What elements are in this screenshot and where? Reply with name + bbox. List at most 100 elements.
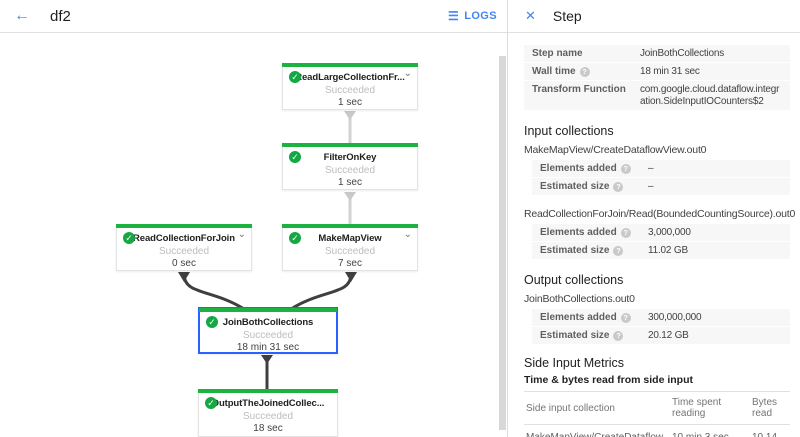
help-icon[interactable]: ?	[613, 182, 624, 192]
node-time: 1 sec	[338, 97, 362, 108]
logs-button[interactable]: ☰ LOGS	[448, 10, 497, 22]
success-check-icon: ✓	[123, 232, 135, 244]
side-input-metrics-subtitle: Time & bytes read from side input	[524, 374, 694, 386]
output-collections-heading: Output collections	[524, 273, 624, 287]
collection-row-estimated-size: Estimated size? 11.02 GB	[532, 242, 790, 259]
detail-value: 20.12 GB	[648, 330, 689, 341]
detail-row-step-name: Step name JoinBothCollections	[524, 45, 790, 62]
success-check-icon: ✓	[289, 71, 301, 83]
step-panel-title: Step	[552, 8, 582, 24]
help-icon[interactable]: ?	[579, 67, 590, 77]
node-status-bar	[282, 63, 418, 67]
collection-name: MakeMapView/CreateDataflowView.out0	[524, 144, 707, 156]
help-icon[interactable]: ?	[620, 313, 631, 323]
node-title: FilterOnKey	[323, 152, 377, 163]
graph-node-output-the-joined-collection[interactable]: ✓ OutputTheJoinedCollec... Succeeded 18 …	[198, 389, 338, 437]
chevron-down-icon[interactable]: ⌄	[237, 229, 246, 240]
logs-button-label: LOGS	[464, 10, 497, 22]
back-arrow-icon[interactable]: ←	[14, 7, 30, 24]
detail-row-transform-function: Transform Function com.google.cloud.data…	[524, 81, 790, 110]
table-cell-collection: MakeMapView/CreateDataflowView.out0	[524, 424, 670, 437]
success-check-icon: ✓	[289, 151, 301, 163]
chevron-down-icon[interactable]: ⌄	[403, 229, 412, 240]
node-status: Succeeded	[324, 85, 376, 96]
node-time: 7 sec	[338, 258, 362, 269]
node-status: Succeeded	[158, 246, 210, 257]
node-title: MakeMapView	[318, 233, 382, 244]
table-header-collection: Side input collection	[524, 391, 670, 425]
table-header-bytes: Bytes read	[750, 391, 790, 425]
collection-row-estimated-size: Estimated size? 20.12 GB	[532, 327, 790, 344]
detail-value: –	[648, 181, 654, 192]
node-time: 18 min 31 sec	[236, 342, 300, 353]
detail-value: 300,000,000	[648, 312, 702, 323]
node-status-bar	[282, 143, 418, 147]
node-status-bar	[116, 224, 252, 228]
help-icon[interactable]: ?	[620, 164, 631, 174]
detail-value: 18 min 31 sec	[640, 66, 700, 77]
logs-list-icon: ☰	[448, 9, 460, 23]
chevron-down-icon[interactable]: ⌄	[403, 68, 412, 79]
step-details-panel: ✕ Step Step name JoinBothCollections Wal…	[508, 0, 800, 437]
detail-value: com.google.cloud.dataflow.integration.Si…	[640, 84, 780, 107]
graph-node-join-both-collections[interactable]: ✓ JoinBothCollections Succeeded 18 min 3…	[198, 307, 338, 354]
node-status: Succeeded	[242, 411, 294, 422]
collection-name: JoinBothCollections.out0	[524, 293, 635, 305]
job-graph-canvas[interactable]: ✓ ReadLargeCollectionFr... ⌄ Succeeded 1…	[0, 33, 507, 437]
success-check-icon: ✓	[289, 232, 301, 244]
side-input-metrics-table: Side input collection Time spent reading…	[524, 391, 790, 437]
node-status: Succeeded	[242, 330, 294, 341]
side-input-metrics-heading: Side Input Metrics	[524, 356, 625, 370]
detail-label: Transform Function	[532, 84, 626, 95]
success-check-icon: ✓	[205, 397, 217, 409]
help-icon[interactable]: ?	[620, 228, 631, 238]
detail-label: Estimated size?	[540, 245, 648, 257]
detail-label: Wall time?	[532, 66, 640, 78]
table-header-time: Time spent reading	[670, 391, 750, 425]
node-status: Succeeded	[324, 165, 376, 176]
job-header: ← df2 ☰ LOGS	[0, 0, 507, 33]
graph-node-make-map-view[interactable]: ✓ MakeMapView ⌄ Succeeded 7 sec	[282, 224, 418, 271]
detail-label: Estimated size?	[540, 181, 648, 193]
success-check-icon: ✓	[206, 316, 218, 328]
node-title: OutputTheJoinedCollec...	[211, 398, 325, 409]
detail-label: Estimated size?	[540, 330, 648, 342]
node-title: ReadLargeCollectionFr...	[295, 72, 405, 83]
graph-node-read-large-collection[interactable]: ✓ ReadLargeCollectionFr... ⌄ Succeeded 1…	[282, 63, 418, 110]
collection-name: ReadCollectionForJoin/Read(BoundedCounti…	[524, 208, 796, 220]
graph-node-read-collection-for-join[interactable]: ✓ ReadCollectionForJoin ⌄ Succeeded 0 se…	[116, 224, 252, 271]
step-panel-content: Step name JoinBothCollections Wall time?…	[508, 33, 800, 437]
node-status-bar	[282, 224, 418, 228]
node-title: JoinBothCollections	[222, 317, 314, 328]
graph-node-filter-on-key[interactable]: ✓ FilterOnKey Succeeded 1 sec	[282, 143, 418, 190]
graph-panel: ← df2 ☰ LOGS	[0, 0, 508, 437]
node-time: 0 sec	[172, 258, 196, 269]
node-title: ReadCollectionForJoin	[133, 233, 235, 244]
detail-value: 11.02 GB	[648, 245, 688, 256]
input-collections-heading: Input collections	[524, 124, 614, 138]
collection-row-estimated-size: Estimated size? –	[532, 178, 790, 195]
detail-label: Elements added?	[540, 312, 648, 324]
graph-edges	[178, 111, 357, 390]
table-cell-time: 10 min 3 sec	[670, 424, 750, 437]
detail-label: Elements added?	[540, 163, 648, 175]
detail-value: –	[648, 163, 654, 174]
detail-label: Elements added?	[540, 227, 648, 239]
panel-scrollbar[interactable]	[499, 56, 506, 430]
detail-label: Step name	[532, 48, 583, 59]
step-panel-header: ✕ Step	[508, 0, 800, 33]
help-icon[interactable]: ?	[613, 246, 624, 256]
detail-value: JoinBothCollections	[640, 48, 725, 59]
collection-row-elements-added: Elements added? 3,000,000	[532, 224, 790, 241]
node-status-bar	[198, 389, 338, 393]
detail-value: 3,000,000	[648, 227, 691, 238]
collection-row-elements-added: Elements added? 300,000,000	[532, 309, 790, 326]
help-icon[interactable]: ?	[613, 331, 624, 341]
table-cell-bytes: 10.14 GB	[750, 424, 790, 437]
job-title: df2	[50, 7, 71, 25]
node-status-bar	[199, 308, 337, 312]
detail-row-wall-time: Wall time? 18 min 31 sec	[524, 63, 790, 80]
collection-row-elements-added: Elements added? –	[532, 160, 790, 177]
close-icon[interactable]: ✕	[525, 8, 536, 23]
